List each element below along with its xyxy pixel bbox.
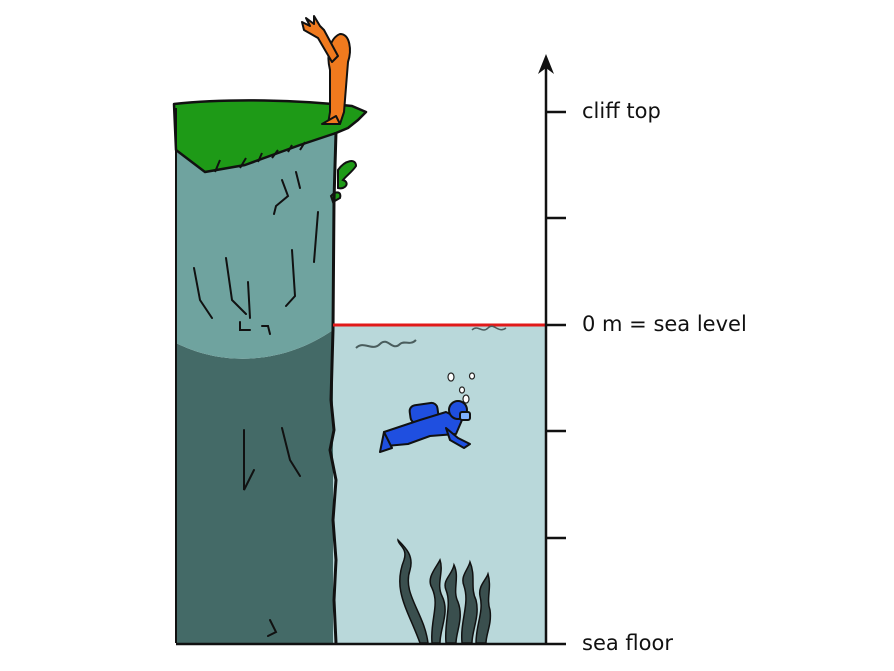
grass-clump-small: [329, 191, 342, 204]
label-sea-level: 0 m = sea level: [582, 312, 747, 336]
scuba-diver-icon: [379, 400, 471, 453]
cliff-lower: [176, 330, 333, 643]
label-sea-floor: sea floor: [582, 631, 673, 655]
seaweed-icon: [397, 538, 492, 644]
axis-arrowhead: [538, 54, 554, 74]
bubbles: [447, 372, 476, 404]
wave-squiggle-right: [471, 325, 507, 331]
cliff-cracks: [193, 171, 319, 637]
cliff-grass: [172, 99, 368, 174]
person-waving-icon: [301, 15, 351, 125]
label-cliff-top: cliff top: [582, 99, 661, 123]
axis-ticks: [546, 110, 566, 540]
grass-clump: [337, 160, 358, 190]
cliff-face-edge: [328, 131, 338, 644]
cliff-upper: [176, 132, 335, 359]
grass-blades: [214, 141, 306, 173]
wave-squiggle-left: [355, 339, 417, 349]
